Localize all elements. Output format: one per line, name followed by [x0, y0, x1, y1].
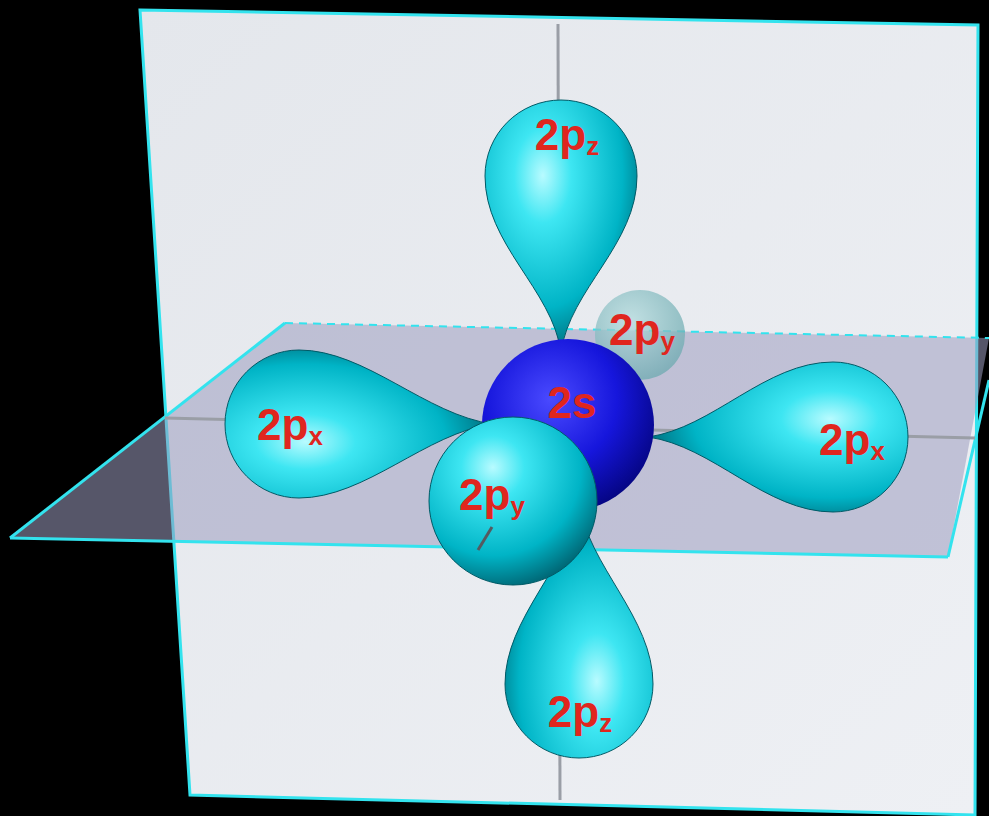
- label-main: 2p: [257, 400, 308, 449]
- py-lobe-front: 2py: [428, 416, 598, 586]
- label-subscript: z: [599, 708, 612, 738]
- orbital-label: 2s: [548, 381, 597, 425]
- plane-edge: [948, 380, 989, 557]
- label-main: 2p: [609, 305, 660, 354]
- label-main: 2p: [535, 110, 586, 159]
- label-subscript: x: [870, 436, 884, 466]
- label-subscript: z: [586, 131, 599, 161]
- px-lobe: 2px: [648, 362, 908, 512]
- orbital-label: 2pz: [535, 113, 599, 157]
- orbital-label: 2pz: [548, 690, 612, 734]
- orbital-label: 2py: [459, 473, 525, 517]
- orbital-label: 2px: [819, 418, 885, 462]
- label-main: 2p: [819, 415, 870, 464]
- pz-lobe: 2pz: [485, 100, 637, 352]
- label-subscript: y: [660, 326, 674, 356]
- vertical-plane: [140, 10, 978, 815]
- lobe-outline: [648, 362, 908, 512]
- lobe-outline: [505, 502, 653, 758]
- label-main: 2p: [548, 687, 599, 736]
- orbital-label: 2px: [257, 403, 323, 447]
- label-subscript: x: [308, 421, 322, 451]
- orbital-label: 2py: [609, 308, 675, 352]
- label-main: 2p: [459, 470, 510, 519]
- label-subscript: y: [510, 491, 524, 521]
- y-axis: [478, 527, 492, 550]
- sphere-outline: [429, 417, 597, 585]
